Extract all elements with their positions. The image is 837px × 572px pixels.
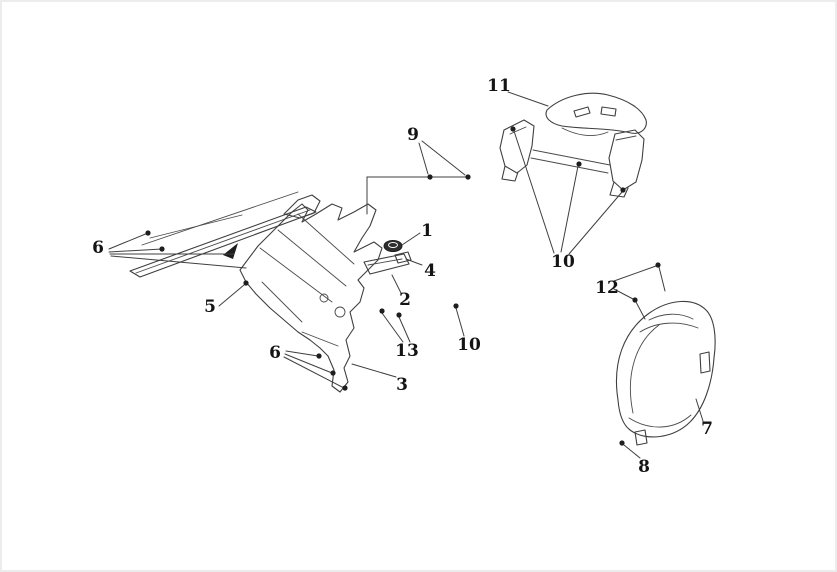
side-arm-outline bbox=[363, 253, 410, 275]
callout-label-10-right: 10 bbox=[551, 252, 575, 272]
callout-label-3: 3 bbox=[396, 375, 408, 395]
callout-label-12: 12 bbox=[595, 278, 619, 298]
top-bracket-outline bbox=[283, 194, 321, 219]
callout-label-2: 2 bbox=[399, 290, 411, 310]
fastener-dots bbox=[145, 126, 661, 446]
bracket-left-leg-outline bbox=[499, 119, 535, 174]
fender-slot-outline bbox=[699, 351, 711, 374]
bracket-top-bar-outline bbox=[545, 92, 647, 134]
upper-bracket-drawing bbox=[499, 92, 647, 198]
leader-lines bbox=[108, 91, 704, 459]
main-assembly-drawing bbox=[129, 176, 469, 393]
index-arrow bbox=[223, 243, 238, 259]
callout-label-6-lower: 6 bbox=[269, 343, 281, 363]
trim-strip-outline bbox=[129, 206, 317, 278]
callout-label-11: 11 bbox=[487, 76, 511, 96]
callout-label-4: 4 bbox=[424, 261, 436, 281]
grommet-mount-outline bbox=[394, 251, 412, 264]
grommet-shape bbox=[383, 240, 403, 252]
callout-label-7: 7 bbox=[701, 419, 713, 439]
callout-label-6-left: 6 bbox=[92, 238, 104, 258]
rear-fender-drawing bbox=[615, 300, 716, 446]
bracket-right-leg-outline bbox=[608, 129, 645, 191]
callout-label-5: 5 bbox=[204, 297, 216, 317]
fender-tab-outline bbox=[634, 429, 648, 446]
callout-label-10-mid: 10 bbox=[457, 335, 481, 355]
rear-fender-outline bbox=[615, 300, 716, 438]
callout-labels: 11 9 6 1 4 2 5 10 12 13 6 10 3 7 8 bbox=[92, 76, 713, 477]
callout-label-13: 13 bbox=[395, 341, 419, 361]
callout-label-9: 9 bbox=[407, 125, 419, 145]
callout-label-1: 1 bbox=[421, 221, 433, 241]
callout-label-8: 8 bbox=[638, 457, 650, 477]
